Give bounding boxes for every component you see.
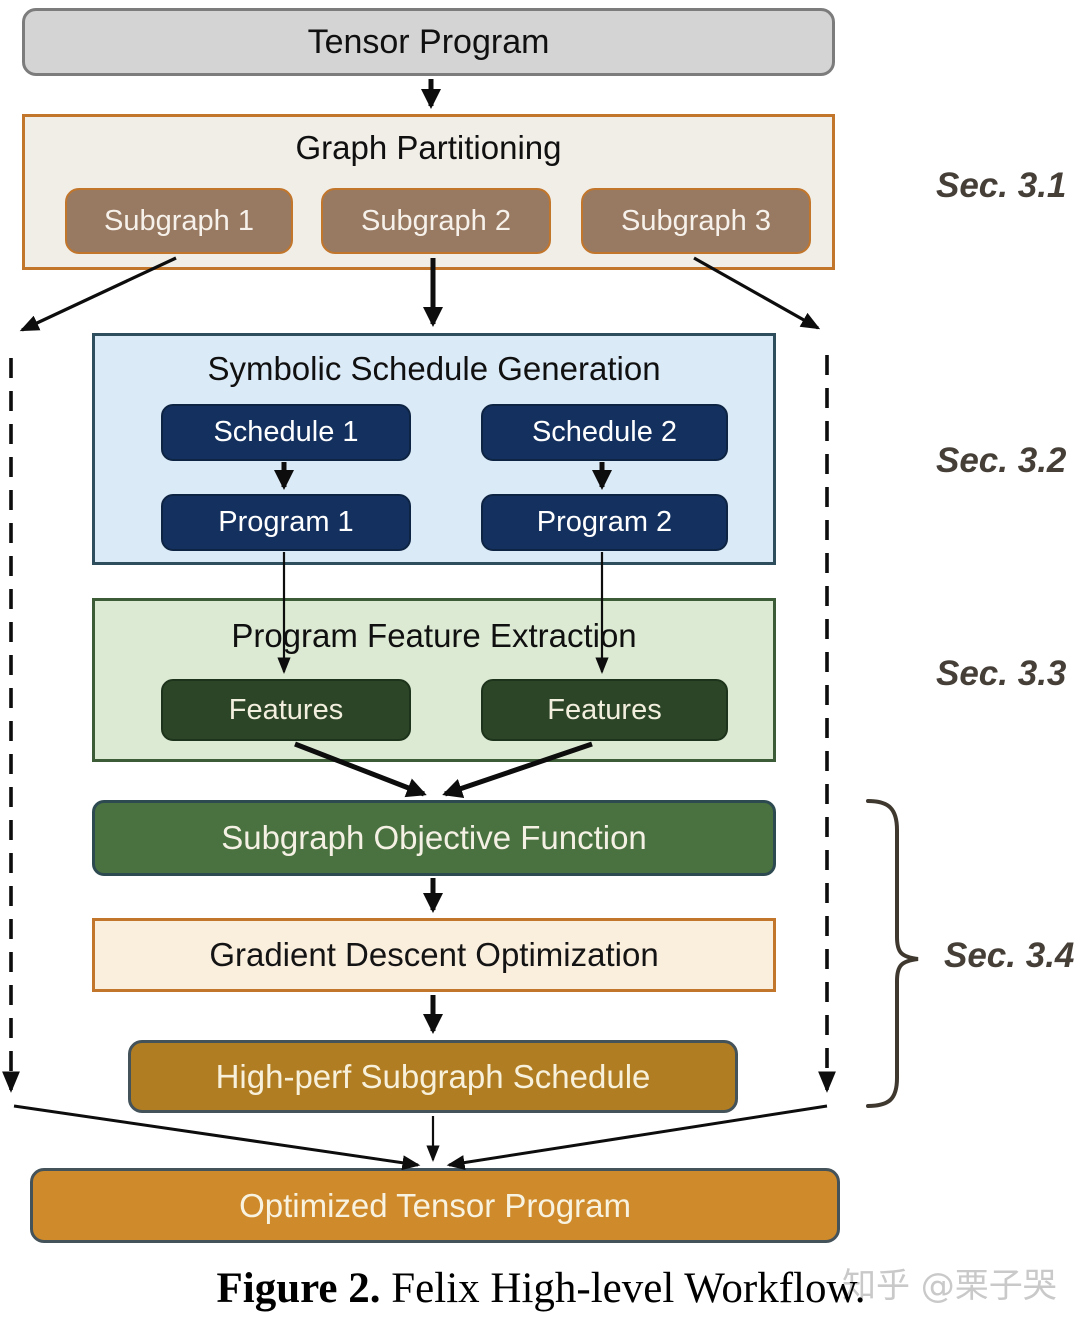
features-2-label: Features — [547, 693, 662, 726]
program-2-box: Program 2 — [481, 494, 728, 551]
subgraph-objective-function-box: Subgraph Objective Function — [92, 800, 776, 876]
program-feature-extraction-box: Program Feature Extraction Features Feat… — [92, 598, 776, 762]
schedule-1-box: Schedule 1 — [161, 404, 411, 461]
features-2-box: Features — [481, 679, 728, 741]
subgraph-1-box: Subgraph 1 — [65, 188, 293, 254]
schedule-2-box: Schedule 2 — [481, 404, 728, 461]
gradient-descent-optimization-box: Gradient Descent Optimization — [92, 918, 776, 992]
program-1-label: Program 1 — [218, 506, 354, 538]
subgraph-objective-function-label: Subgraph Objective Function — [221, 819, 647, 856]
subgraph-3-label: Subgraph 3 — [621, 204, 771, 237]
program-feature-extraction-title: Program Feature Extraction — [231, 617, 637, 654]
optimized-tensor-program-box: Optimized Tensor Program — [30, 1168, 840, 1243]
arrow-right-rail-to-optimized — [446, 1104, 828, 1171]
section-label-3-3: Sec. 3.3 — [936, 654, 1067, 693]
section-label-3-1: Sec. 3.1 — [936, 166, 1067, 205]
subgraph-2-label: Subgraph 2 — [361, 204, 511, 237]
subgraph-3-box: Subgraph 3 — [581, 188, 811, 254]
program-1-box: Program 1 — [161, 494, 411, 551]
program-2-label: Program 2 — [536, 506, 673, 538]
figure-caption-label: Figure 2. — [216, 1265, 381, 1312]
symbolic-schedule-generation-title: Symbolic Schedule Generation — [207, 350, 661, 387]
tensor-program-box: Tensor Program — [22, 8, 835, 76]
arrow-left-rail-to-optimized — [13, 1104, 421, 1171]
figure-caption: Figure 2. Felix High-level Workflow. — [0, 1264, 1082, 1313]
section-label-3-2: Sec. 3.2 — [936, 441, 1067, 480]
features-1-label: Features — [228, 693, 344, 726]
subgraph-2-box: Subgraph 2 — [321, 188, 551, 254]
high-perf-subgraph-schedule-box: High-perf Subgraph Schedule — [128, 1040, 738, 1113]
zhihu-watermark: 知乎 @栗子哭 — [842, 1266, 1057, 1306]
section-label-3-4: Sec. 3.4 — [944, 936, 1075, 975]
section-3-4-brace — [866, 799, 919, 1108]
graph-partitioning-title: Graph Partitioning — [295, 129, 562, 166]
gradient-descent-optimization-label: Gradient Descent Optimization — [209, 936, 659, 973]
figure-caption-text: Felix High-level Workflow. — [380, 1265, 866, 1312]
high-perf-subgraph-schedule-label: High-perf Subgraph Schedule — [215, 1057, 651, 1095]
optimized-tensor-program-label: Optimized Tensor Program — [239, 1186, 631, 1224]
symbolic-schedule-generation-box: Symbolic Schedule Generation Schedule 1 … — [92, 333, 776, 565]
tensor-program-label: Tensor Program — [307, 22, 550, 61]
features-1-box: Features — [161, 679, 411, 741]
graph-partitioning-box: Graph Partitioning Subgraph 1 Subgraph 2… — [22, 114, 835, 270]
subgraph-1-label: Subgraph 1 — [104, 204, 254, 237]
schedule-2-label: Schedule 2 — [531, 416, 678, 448]
schedule-1-label: Schedule 1 — [213, 416, 359, 448]
